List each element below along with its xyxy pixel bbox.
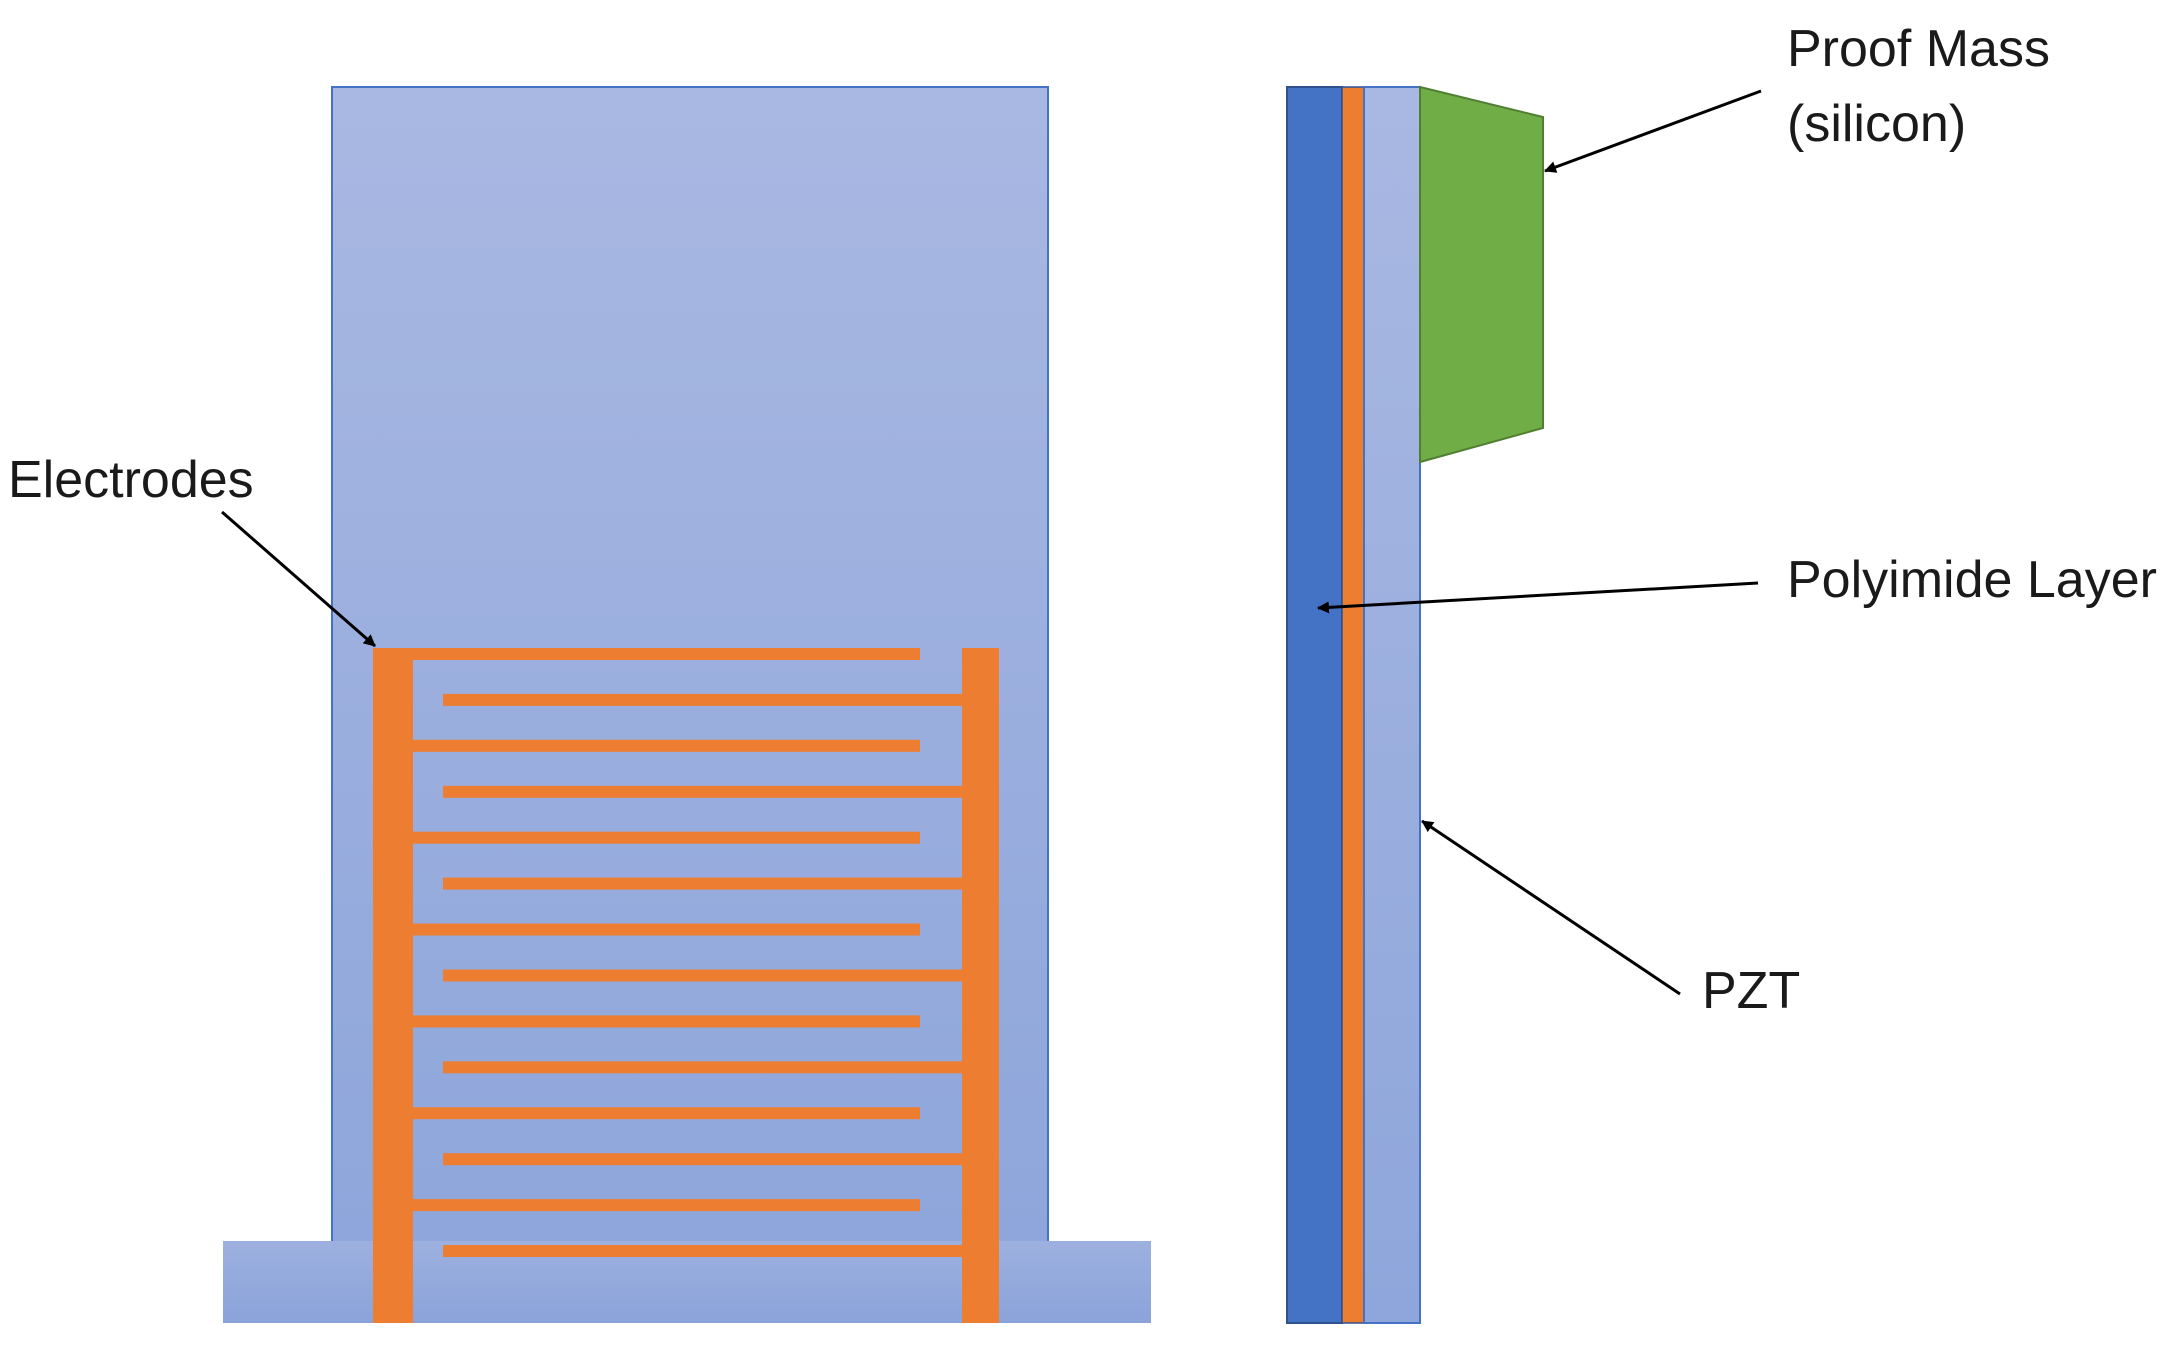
side-view — [1286, 85, 1544, 1324]
right-electrode-finger — [443, 1061, 962, 1074]
left-electrode-finger — [413, 1199, 920, 1212]
left-electrode-finger — [413, 923, 920, 936]
top-view — [223, 86, 1151, 1323]
left-electrode-bus — [373, 648, 413, 1323]
proof-mass-label-line2: (silicon) — [1787, 95, 1966, 153]
left-electrode-finger — [413, 831, 920, 844]
leader-arrows — [221, 89, 1762, 996]
pzt-layer-side — [1363, 86, 1421, 1324]
pzt-beam-top-view — [331, 86, 1049, 1248]
interdigitated-electrodes — [373, 648, 999, 1323]
left-electrode-finger — [413, 739, 920, 752]
electrodes-label: Electrodes — [8, 451, 254, 509]
left-electrode-finger — [413, 1015, 920, 1028]
electrode-layer-side — [1341, 86, 1365, 1324]
right-electrode-finger — [443, 877, 962, 890]
left-electrode-finger — [413, 648, 920, 660]
polyimide-layer-arrow — [1317, 581, 1759, 614]
left-electrode-finger — [413, 1107, 920, 1120]
pzt-arrow — [1421, 819, 1681, 996]
proof-mass-label-line1: Proof Mass — [1787, 20, 2050, 78]
electrodes-arrow — [221, 510, 376, 648]
polyimide-layer-label: Polyimide Layer — [1787, 551, 2157, 609]
right-electrode-finger — [443, 1245, 962, 1257]
labels: Electrodes Proof Mass (silicon) Polyimid… — [8, 20, 2157, 1020]
right-electrode-finger — [443, 1153, 962, 1166]
right-electrode-finger — [443, 969, 962, 982]
right-electrode-bus — [962, 648, 999, 1323]
right-electrode-finger — [443, 785, 962, 798]
proof-mass-arrow — [1544, 89, 1762, 173]
proof-mass — [1419, 85, 1544, 464]
pzt-label: PZT — [1702, 962, 1800, 1020]
polyimide-layer — [1286, 86, 1343, 1324]
right-electrode-finger — [443, 693, 962, 706]
